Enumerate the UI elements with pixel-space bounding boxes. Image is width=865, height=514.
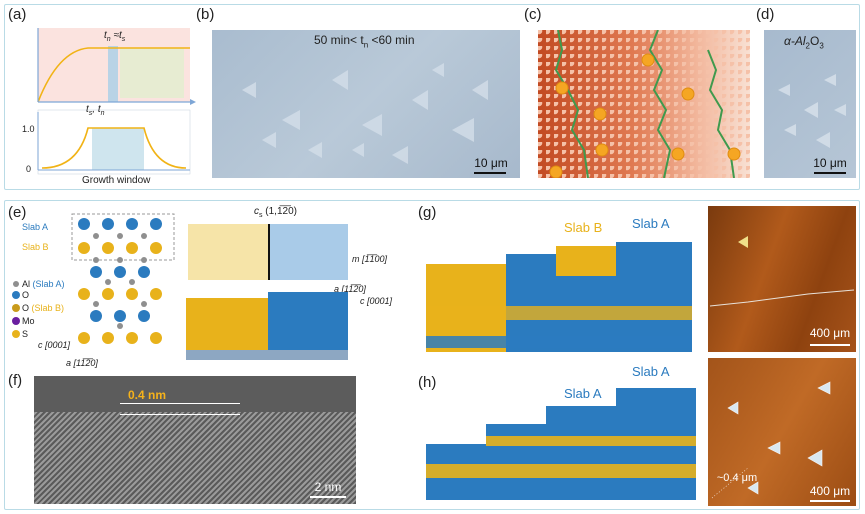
panel-f-spacing-label: 0.4 nm <box>128 388 167 402</box>
panel-f-scale-bar <box>310 496 346 498</box>
panel-b-micrograph <box>212 30 520 178</box>
panel-d-title: α-Al2O3 <box>784 34 824 51</box>
panel-h-scale-bar <box>810 500 850 502</box>
panel-b-caption: 50 min< tn <60 min <box>314 33 415 50</box>
panel-e-axis-c: c [0001] <box>38 340 71 350</box>
panel-d-micrograph <box>764 30 856 178</box>
panel-g-slab-a: Slab A <box>632 216 670 231</box>
panel-b-scale-label: 10 μm <box>474 156 508 170</box>
panel-c-label: (c) <box>524 6 542 23</box>
panel-f-hrtem <box>34 376 356 504</box>
bottom-figure-frame <box>4 200 860 510</box>
panel-g-afm <box>708 206 856 352</box>
panel-a-eq: tn ≈ts <box>104 30 126 43</box>
panel-f-spacing-line-bottom <box>120 414 240 415</box>
panel-e-top-structure <box>188 224 348 280</box>
panel-d-scale-bar <box>814 172 846 174</box>
panel-b-scale-bar <box>474 172 506 174</box>
panel-h-afm <box>708 358 856 506</box>
legend-s: S <box>22 329 29 339</box>
panel-c-atom-lattice <box>538 30 750 178</box>
panel-g-slab-b: Slab B <box>564 220 603 235</box>
panel-h-slab-a1: Slab A <box>564 386 602 401</box>
panel-f-scale-label: 2 nm <box>314 480 342 494</box>
panel-e-axis-c2: c [0001] <box>360 296 393 306</box>
panel-h-slab-a2: Slab A <box>632 364 670 379</box>
panel-e-label: (e) <box>8 204 27 221</box>
legend-mo: Mo <box>22 316 35 326</box>
panel-f-label: (f) <box>8 372 23 389</box>
panel-h-scale-label: 400 μm <box>809 484 851 498</box>
panel-a-ytick-top: 1.0 <box>22 124 35 134</box>
legend-o-a: O <box>22 290 30 300</box>
panel-e-slab-b: Slab B <box>22 242 49 252</box>
top-figure-frame <box>4 4 860 190</box>
panel-e-cs-label: cs (1,1̅2̅0) <box>254 206 297 219</box>
panel-b-label: (b) <box>196 6 215 23</box>
panel-a-axis-label: ts, tn <box>86 104 105 117</box>
panel-h-step-label: ~0.4 μm <box>716 472 758 484</box>
panel-e-3d-block <box>186 292 348 360</box>
panel-g-slab-model <box>426 242 692 352</box>
panel-a-plot <box>37 28 196 175</box>
panel-a-ytick-bottom: 0 <box>26 164 32 174</box>
legend-al: Al (Slab A) <box>22 279 65 289</box>
panel-d-scale-label: 10 μm <box>813 156 847 170</box>
panel-h-label: (h) <box>418 374 437 391</box>
panel-e-side-structure <box>71 213 175 344</box>
panel-e-axis-a: a [11̅2̅0] <box>66 358 98 368</box>
panel-e-axis-a2: a [11̅2̅0] <box>334 284 366 294</box>
legend-o-b: O (Slab B) <box>22 303 65 313</box>
panel-g-scale-label: 400 μm <box>809 326 851 340</box>
panel-a-growth-window: Growth window <box>82 175 151 186</box>
panel-e-legend <box>12 281 20 338</box>
panel-h-slab-model <box>426 388 696 500</box>
panel-g-label: (g) <box>418 204 437 221</box>
panel-e-axis-m: m [1̅1̅00] <box>352 254 388 264</box>
panel-a-label: (a) <box>8 6 27 23</box>
panel-g-scale-bar <box>810 344 850 346</box>
panel-d-label: (d) <box>756 6 775 23</box>
panel-f-spacing-line-top <box>120 403 240 404</box>
panel-e-slab-a: Slab A <box>22 222 49 232</box>
